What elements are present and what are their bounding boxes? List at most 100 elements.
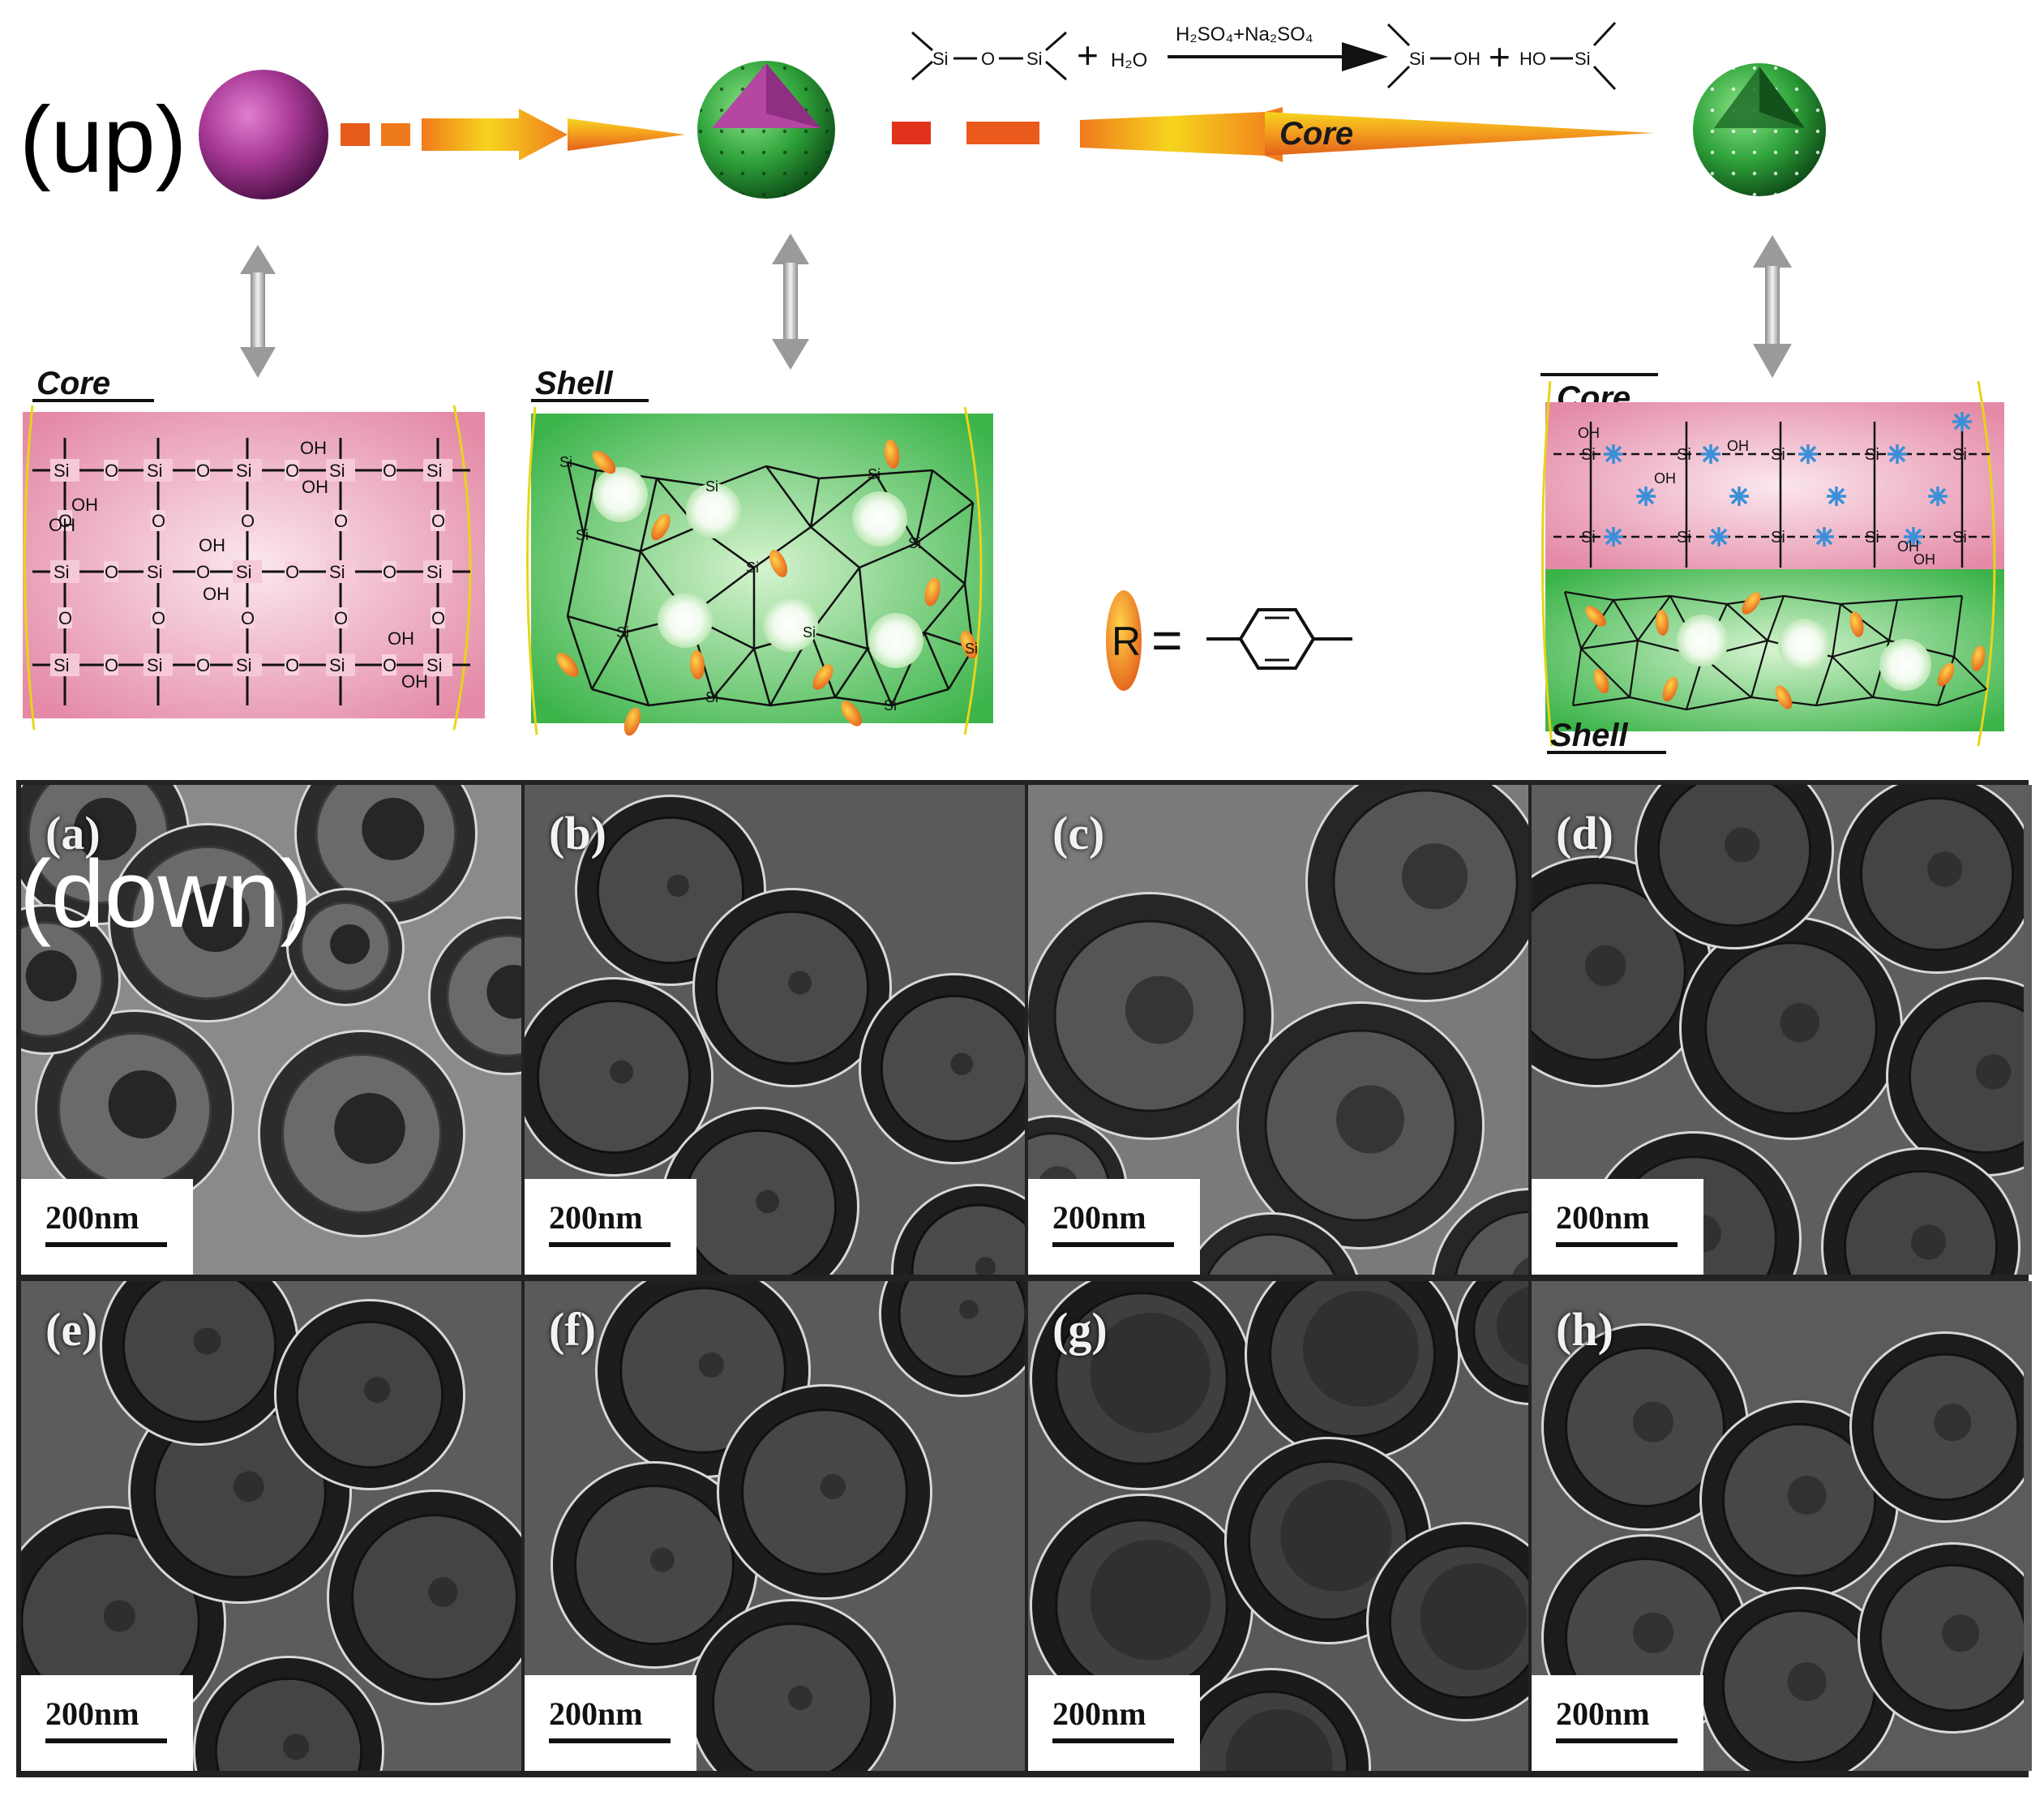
svg-text:Si: Si bbox=[1952, 529, 1967, 547]
tem-panel-g: (g) 200nm bbox=[1028, 1281, 1528, 1771]
svg-text:+: + bbox=[1489, 36, 1511, 78]
svg-text:Si: Si bbox=[426, 461, 443, 481]
scale-bar: 200nm bbox=[21, 1675, 193, 1771]
svg-text:Si: Si bbox=[329, 461, 345, 481]
svg-text:Si: Si bbox=[54, 655, 70, 675]
svg-text:Si: Si bbox=[932, 49, 949, 69]
tem-panel-f: (f) 200nm bbox=[525, 1281, 1025, 1771]
svg-text:H₂O: H₂O bbox=[1111, 49, 1147, 71]
panel-label: (f) bbox=[549, 1303, 596, 1356]
svg-text:OH: OH bbox=[199, 535, 225, 555]
svg-text:O: O bbox=[105, 655, 118, 675]
svg-text:Si: Si bbox=[147, 562, 163, 582]
scale-bar: 200nm bbox=[1532, 1179, 1703, 1275]
svg-text:Si: Si bbox=[1575, 49, 1591, 69]
yolk-shell-particle bbox=[1693, 63, 1826, 196]
svg-text:O: O bbox=[383, 655, 396, 675]
svg-text:Si: Si bbox=[236, 461, 252, 481]
svg-text:Si: Si bbox=[329, 655, 345, 675]
svg-text:OH: OH bbox=[300, 438, 327, 458]
svg-text:Si: Si bbox=[884, 697, 897, 714]
svg-text:Si: Si bbox=[1677, 529, 1691, 547]
core-particle bbox=[199, 70, 328, 199]
scale-bar: 200nm bbox=[1532, 1675, 1703, 1771]
etching-arrow: Core bbox=[1080, 107, 1654, 162]
scale-bar: 200nm bbox=[525, 1179, 696, 1275]
panel-label: (g) bbox=[1052, 1303, 1108, 1356]
svg-text:O: O bbox=[431, 511, 445, 531]
svg-text:OH: OH bbox=[71, 495, 98, 515]
svg-text:Si: Si bbox=[803, 624, 816, 641]
svg-text:Si: Si bbox=[426, 562, 443, 582]
panel-label: (e) bbox=[45, 1303, 98, 1356]
svg-text:O: O bbox=[152, 608, 165, 628]
svg-text:Si: Si bbox=[54, 562, 70, 582]
svg-text:Si: Si bbox=[1409, 49, 1425, 69]
tem-image-grid: (a) 200nm (b) 200nm (c) 200nm (d) 200nm … bbox=[16, 780, 2032, 1777]
svg-text:O: O bbox=[334, 511, 348, 531]
svg-text:Si: Si bbox=[1952, 446, 1967, 464]
tem-panel-d: (d) 200nm bbox=[1532, 785, 2032, 1275]
double-arrow-right bbox=[1753, 235, 1792, 378]
svg-text:OH: OH bbox=[1654, 470, 1676, 487]
svg-text:+: + bbox=[1077, 34, 1099, 76]
svg-text:Si: Si bbox=[1026, 49, 1043, 69]
panel-label: (b) bbox=[549, 807, 606, 859]
svg-text:O: O bbox=[241, 511, 255, 531]
arrow-dash-2 bbox=[966, 122, 1039, 144]
svg-text:OH: OH bbox=[1913, 551, 1935, 568]
svg-text:Si: Si bbox=[147, 461, 163, 481]
svg-text:Si: Si bbox=[1771, 529, 1785, 547]
panel-label: (h) bbox=[1556, 1303, 1613, 1356]
svg-text:Si: Si bbox=[147, 655, 163, 675]
scale-bar: 200nm bbox=[525, 1675, 696, 1771]
hydrolysis-reaction: Si O Si + H₂O H₂SO₄+Na₂SO₄ Si OH + HO Si bbox=[911, 21, 1617, 91]
svg-text:Si: Si bbox=[868, 466, 881, 482]
tem-panel-h: (h) 200nm bbox=[1532, 1281, 2032, 1771]
svg-text:Si: Si bbox=[705, 689, 718, 705]
panel-label: (c) bbox=[1052, 807, 1105, 859]
svg-text:OH: OH bbox=[1454, 49, 1481, 69]
shell-box-title: Shell bbox=[535, 366, 613, 401]
r-equals: = bbox=[1151, 610, 1183, 670]
down-label: (down) bbox=[19, 841, 312, 948]
svg-text:Si: Si bbox=[54, 461, 70, 481]
svg-text:O: O bbox=[105, 461, 118, 481]
svg-text:O: O bbox=[334, 608, 348, 628]
tem-panel-c: (c) 200nm bbox=[1028, 785, 1528, 1275]
svg-text:OH: OH bbox=[302, 477, 328, 497]
scale-bar: 200nm bbox=[21, 1179, 193, 1275]
svg-text:O: O bbox=[285, 655, 299, 675]
svg-text:Si: Si bbox=[746, 559, 759, 576]
svg-text:Si: Si bbox=[426, 655, 443, 675]
svg-text:OH: OH bbox=[1578, 425, 1600, 441]
double-arrow-left bbox=[240, 245, 276, 378]
svg-text:O: O bbox=[196, 655, 210, 675]
arrow-core-to-coreshell bbox=[341, 109, 685, 161]
up-label: (up) bbox=[19, 87, 186, 192]
svg-text:O: O bbox=[105, 562, 118, 582]
svg-text:Si: Si bbox=[1865, 529, 1879, 547]
svg-text:O: O bbox=[241, 608, 255, 628]
svg-text:O: O bbox=[383, 562, 396, 582]
arrow-dash-1 bbox=[892, 122, 931, 144]
svg-text:O: O bbox=[196, 562, 210, 582]
svg-text:O: O bbox=[981, 49, 995, 69]
r-symbol: R bbox=[1112, 619, 1141, 664]
core-box-title: Core bbox=[36, 366, 110, 401]
svg-text:Si: Si bbox=[1677, 446, 1691, 464]
svg-text:Si: Si bbox=[1771, 446, 1785, 464]
svg-text:Si: Si bbox=[576, 527, 589, 543]
tem-panel-e: (e) 200nm bbox=[21, 1281, 521, 1771]
svg-text:Si: Si bbox=[1581, 529, 1596, 547]
svg-text:O: O bbox=[58, 511, 72, 531]
svg-text:HO: HO bbox=[1519, 49, 1546, 69]
svg-text:Si: Si bbox=[559, 454, 572, 470]
scale-bar: 200nm bbox=[1028, 1179, 1200, 1275]
svg-text:O: O bbox=[196, 461, 210, 481]
svg-text:O: O bbox=[285, 461, 299, 481]
svg-text:O: O bbox=[383, 461, 396, 481]
svg-text:Si: Si bbox=[236, 655, 252, 675]
